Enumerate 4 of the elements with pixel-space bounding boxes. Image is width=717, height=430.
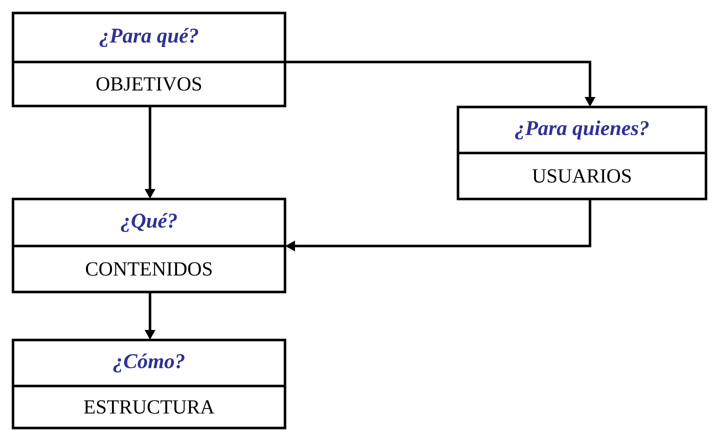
question-box: ¿Para quienes? USUARIOS <box>456 106 708 200</box>
question-box: ¿Para qué? OBJETIVOS <box>12 12 286 108</box>
question-box: ¿Qué? CONTENIDOS <box>12 198 286 294</box>
question-box: ¿Cómo? ESTRUCTURA <box>12 338 286 430</box>
